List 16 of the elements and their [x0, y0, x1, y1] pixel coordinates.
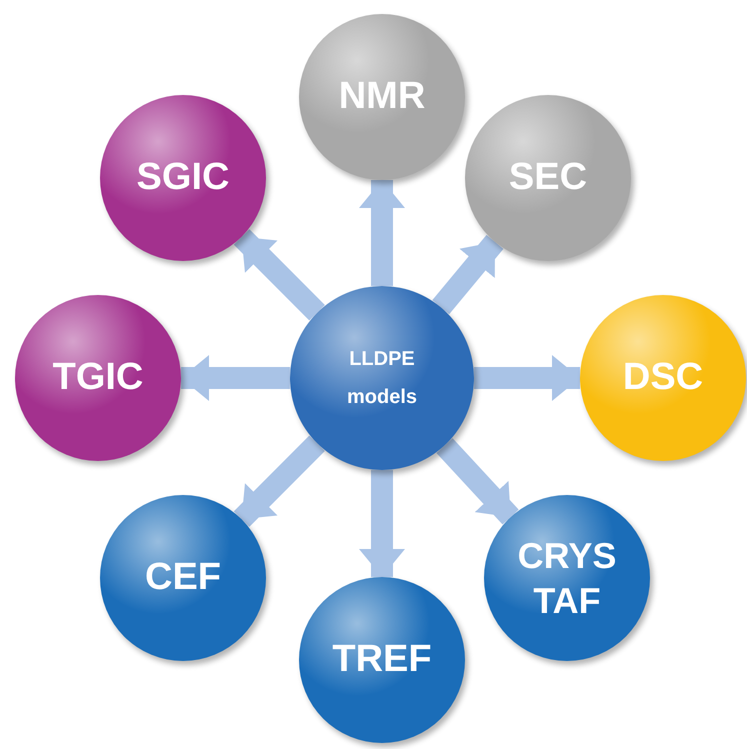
technique-label: CEF: [144, 555, 222, 600]
block-arrow: [234, 435, 325, 527]
technique-label: CRYS TAF: [516, 534, 618, 623]
technique-label: DSC: [622, 355, 704, 400]
technique-label: SEC: [508, 155, 588, 200]
hub-label: LLDPE models: [346, 347, 418, 410]
block-arrow: [359, 470, 405, 577]
block-arrow: [359, 180, 405, 286]
block-arrow: [432, 234, 504, 314]
technique-label: NMR: [338, 74, 426, 120]
block-arrow: [436, 438, 519, 525]
technique-label: TGIC: [52, 355, 144, 400]
block-arrow: [181, 355, 290, 401]
block-arrow: [474, 355, 580, 401]
technique-label: SGIC: [136, 155, 230, 200]
technique-label: TREF: [331, 637, 433, 682]
